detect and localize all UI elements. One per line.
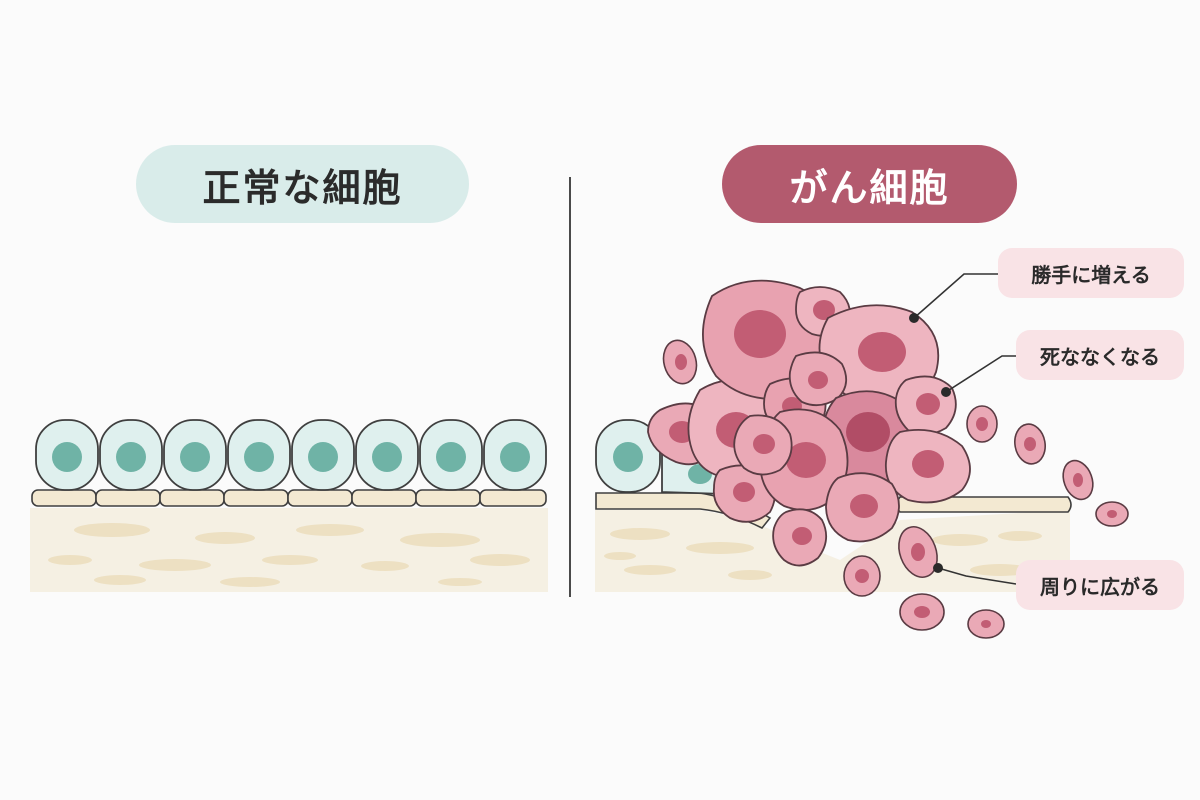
normal-cell <box>227 419 291 491</box>
cancer-cell <box>1062 459 1094 501</box>
normal-tissue <box>30 508 548 592</box>
callout-proliferate: 勝手に増える <box>998 248 1184 298</box>
cancer-cell <box>662 339 698 385</box>
callout-dots <box>909 313 951 573</box>
spreading-cells <box>662 339 1129 639</box>
cancer-cell <box>825 472 900 543</box>
cancer-cell <box>967 609 1005 639</box>
callout-pointers <box>913 273 1017 585</box>
cancer-cell <box>899 593 945 631</box>
pointer-dot-2 <box>941 387 951 397</box>
pointer-line-3 <box>937 567 1017 585</box>
cancer-cell <box>1095 501 1129 527</box>
cancer-cell <box>843 555 881 597</box>
cancer-cell <box>1014 423 1046 465</box>
normal-cell <box>99 419 163 491</box>
pointer-line-1 <box>913 273 998 319</box>
normal-cell <box>291 419 355 491</box>
normal-cell-row <box>35 419 547 491</box>
normal-cell <box>483 419 547 491</box>
normal-cell <box>35 419 99 491</box>
basement-membrane <box>31 489 547 507</box>
cancer-cell <box>733 414 793 476</box>
pointer-dot-1 <box>909 313 919 323</box>
normal-cell-title: 正常な細胞 <box>136 145 469 223</box>
normal-cell <box>355 419 419 491</box>
pointer-line-2 <box>945 355 1016 393</box>
cancer-cell-title: がん細胞 <box>722 145 1017 223</box>
callout-spread: 周りに広がる <box>1016 560 1184 610</box>
cancer-cell <box>898 526 938 578</box>
normal-cell <box>419 419 483 491</box>
callout-immortal: 死ななくなる <box>1016 330 1184 380</box>
normal-cell <box>163 419 227 491</box>
pointer-dot-3 <box>933 563 943 573</box>
cancer-cell <box>885 429 971 504</box>
tumor-mass <box>647 279 971 567</box>
panel-divider <box>569 177 571 597</box>
cancer-cell <box>788 351 848 407</box>
cancer-cell <box>966 405 998 443</box>
cancer-cell <box>894 375 957 436</box>
cancer-cell <box>772 508 828 567</box>
